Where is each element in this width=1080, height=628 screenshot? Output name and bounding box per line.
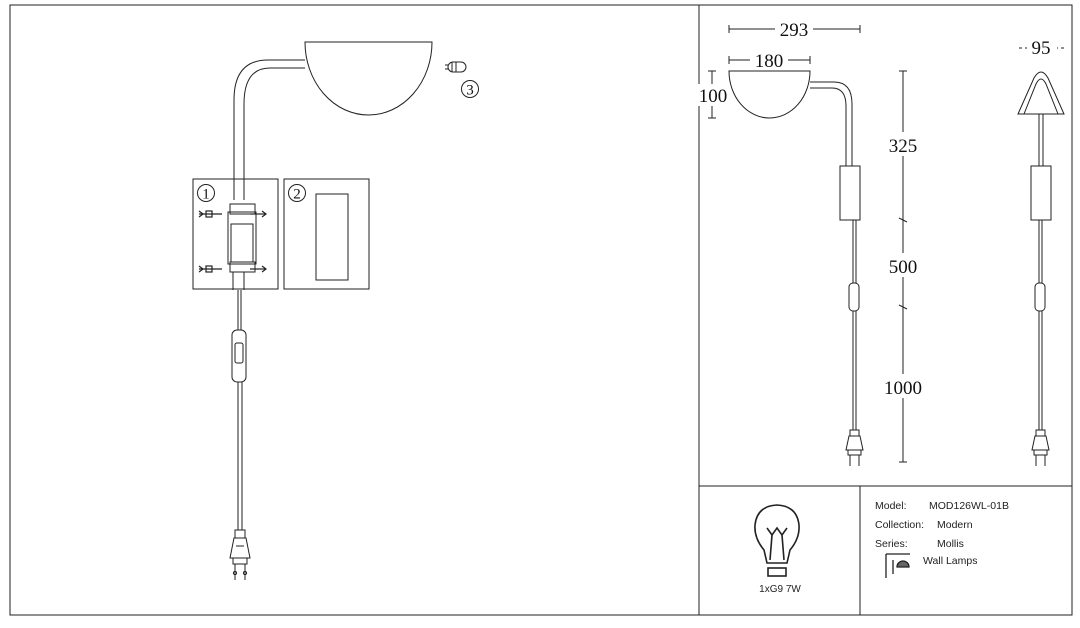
assembly-view: 3 1 2 xyxy=(192,41,479,580)
plug xyxy=(229,529,251,580)
sheet-border xyxy=(9,4,1073,616)
bulb-spec: 1xG9 7W xyxy=(759,584,801,595)
model-value: MOD126WL-01B xyxy=(929,500,1009,512)
dim-arm-height: 325 xyxy=(889,136,918,157)
bracket-plate xyxy=(230,223,254,263)
product-info: Model: MOD126WL-01B Collection: Modern S… xyxy=(875,500,1075,610)
dim-switch-to-plug: 1000 xyxy=(884,378,922,399)
dim-shade-height: 100 xyxy=(699,86,728,107)
dim-side-width: 95 xyxy=(1032,38,1051,59)
front-arm-inner xyxy=(810,87,847,166)
callout-circle-1 xyxy=(197,184,215,202)
bracket-top xyxy=(229,203,256,215)
side-shade xyxy=(1017,71,1065,115)
callout-3: 3 xyxy=(466,83,474,99)
front-body xyxy=(839,165,861,221)
collection-value: Modern xyxy=(937,519,973,531)
front-switch xyxy=(848,282,860,312)
series-label: Series: xyxy=(875,538,908,550)
side-body xyxy=(1030,165,1052,221)
cover-plate xyxy=(315,193,349,281)
callout-circle-2 xyxy=(288,184,306,202)
side-switch xyxy=(1034,282,1046,312)
bracket-bottom xyxy=(229,261,256,273)
callout-2: 2 xyxy=(293,187,301,203)
model-label: Model: xyxy=(875,500,907,512)
dim-shade-width: 180 xyxy=(755,51,784,72)
arm-outer xyxy=(233,59,305,200)
front-shade xyxy=(728,70,811,119)
inline-switch xyxy=(231,329,247,383)
type-row: Wall Lamps xyxy=(923,555,977,567)
mounting-box-2 xyxy=(283,178,370,290)
bulb-part xyxy=(445,61,467,73)
arm-inner xyxy=(243,67,305,200)
wall-lamp-icon xyxy=(885,553,910,578)
dim-body-to-switch: 500 xyxy=(889,257,918,278)
type-value: Wall Lamps xyxy=(923,555,978,567)
series-value: Mollis xyxy=(937,538,964,550)
dim-total-width: 293 xyxy=(780,20,809,41)
callout-circle-3 xyxy=(461,80,479,98)
bracket-body xyxy=(227,211,257,265)
front-view: 293 180 100 325 500 xyxy=(698,18,926,466)
front-plug xyxy=(845,429,864,466)
collection-label: Collection: xyxy=(875,519,925,531)
screws xyxy=(198,210,267,273)
side-plug xyxy=(1031,429,1050,466)
side-view: 95 xyxy=(1017,36,1065,466)
light-bulb-icon xyxy=(754,504,800,577)
callout-1: 1 xyxy=(202,187,210,203)
shade xyxy=(304,41,433,116)
front-arm-outer xyxy=(810,81,853,166)
mounting-box-1 xyxy=(192,178,279,290)
